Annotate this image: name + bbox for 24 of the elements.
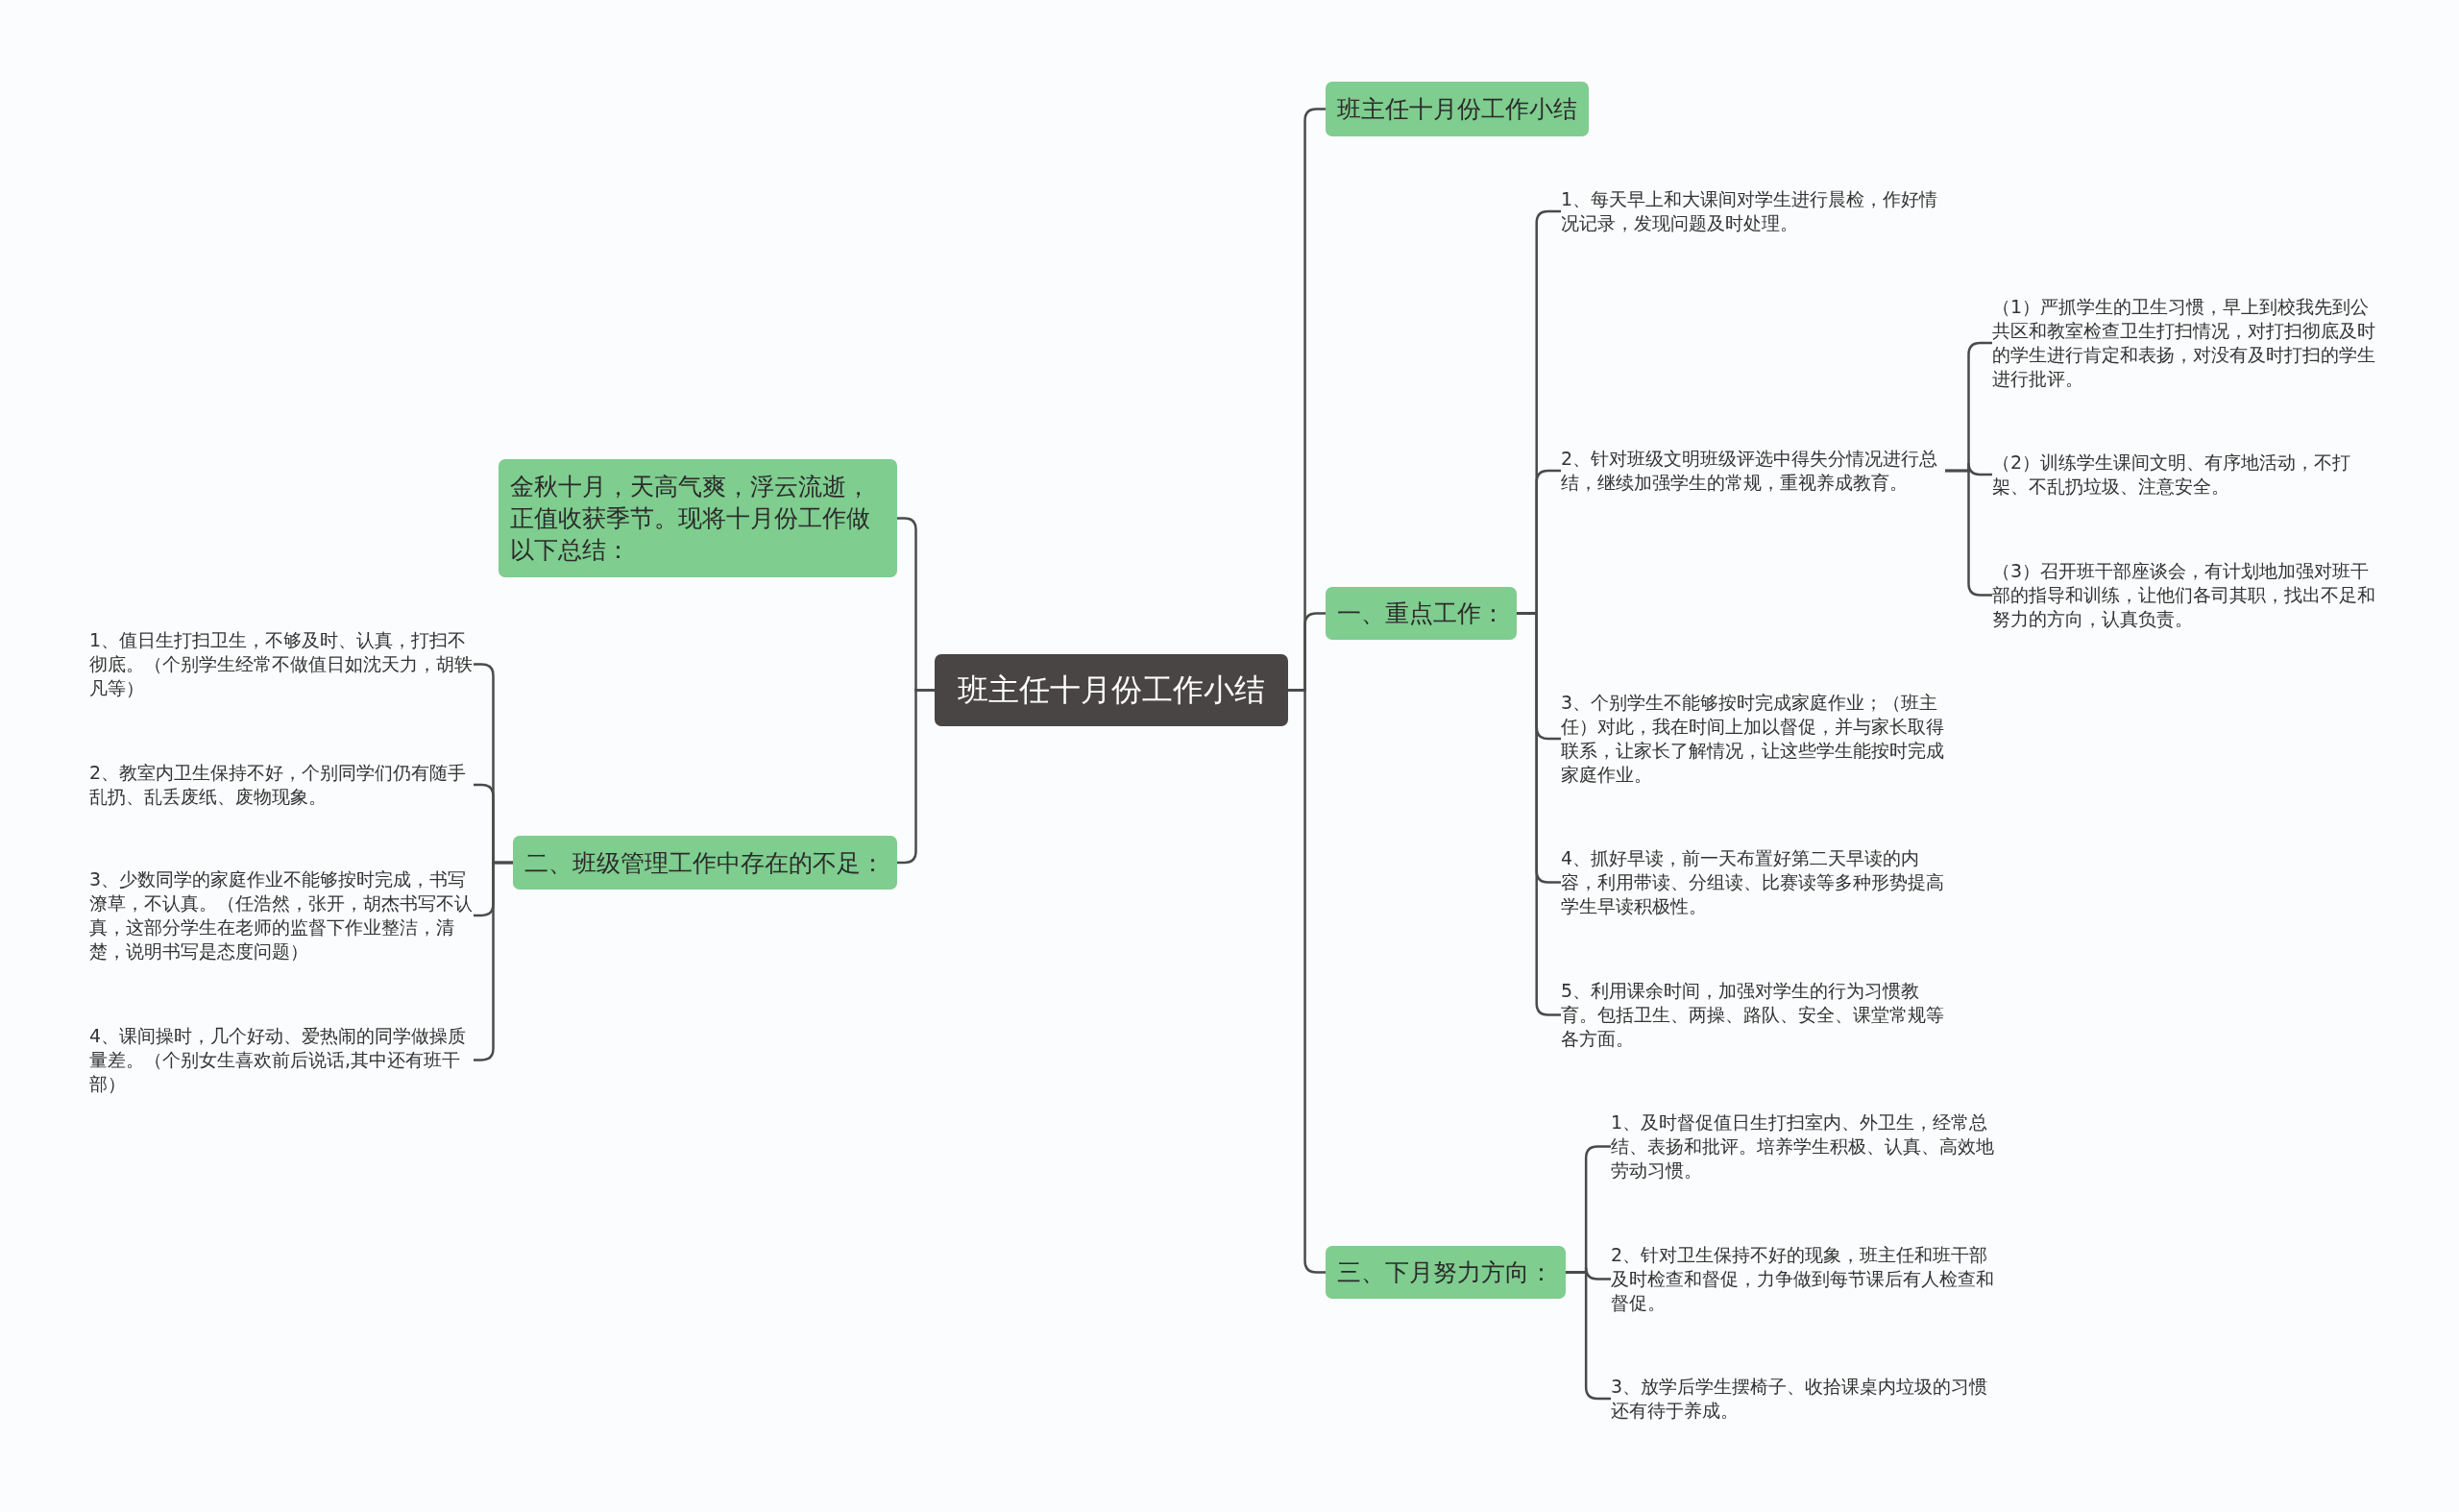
central-topic-box: 班主任十月份工作小结 [935,654,1288,726]
branch-text: 3、个别学生不能够按时完成家庭作业；（班主任）对此，我在时间上加以督促，并与家长取得联系，让家长了解情况，让这些学生能按时完成家庭作业。 [1561,691,1945,787]
branch-text: 4、课间操时，几个好动、爱热闹的同学做操质量差。（个别女生喜欢前后说话,其中还有班干部） [89,1023,474,1096]
connector-line [1288,689,1326,1274]
branch-text: 2、针对卫生保持不好的现象，班主任和班干部及时检查和督促，力争做到每节课后有人检查和督促。 [1611,1242,1995,1315]
branch-text: 1、及时督促值日生打扫室内、外卫生，经常总结、表扬和批评。培养学生积极、认真、高效地劳动习惯。 [1611,1110,1995,1183]
branch-text: 2、针对班级文明班级评选中得失分情况进行总结，继续加强学生的常规，重视养成教育。 [1561,447,1945,495]
topic-box: 二、班级管理工作中存在的不足： [513,836,897,890]
branch-text: （1）严抓学生的卫生习惯，早上到校我先到公共区和教室检查卫生打扫情况，对打扫彻底及时的学生进行肯定和表扬，对没有及时打扫的学生进行批评。 [1992,295,2376,391]
branch-text: 1、每天早上和大课间对学生进行晨检，作好情况记录，发现问题及时处理。 [1561,187,1945,235]
topic-box: 金秋十月，天高气爽，浮云流逝，正值收获季节。现将十月份工作做以下总结： [499,459,897,577]
connector-line [897,689,935,865]
topic-box: 三、下月努力方向： [1326,1246,1566,1299]
branch-text: 4、抓好早读，前一天布置好第二天早读的内容，利用带读、分组读、比赛读等多种形势提高学生早读积极性。 [1561,845,1945,918]
branch-text: 3、少数同学的家庭作业不能够按时完成，书写潦草，不认真。（任浩然，张开，胡杰书写不认真，这部分学生在老师的监督下作业整洁，清楚，说明书写是态度问题） [89,867,474,963]
connector-line [1517,612,1561,1016]
topic-box: 一、重点工作： [1326,587,1517,640]
branch-text: 5、利用课余时间，加强对学生的行为习惯教育。包括卫生、两操、路队、安全、课堂常规等各方面。 [1561,978,1945,1051]
topic-box: 班主任十月份工作小结 [1326,82,1589,136]
branch-text: （2）训练学生课间文明、有序地活动，不打架、不乱扔垃圾、注意安全。 [1992,451,2376,499]
branch-text: 2、教室内卫生保持不好，个别同学们仍有随手乱扔、乱丢废纸、废物现象。 [89,761,474,809]
branch-text: （3）召开班干部座谈会，有计划地加强对班干部的指导和训练，让他们各司其职，找出不足和努力的方向，认真负责。 [1992,558,2376,631]
branch-text: 3、放学后学生摆椅子、收拾课桌内垃圾的习惯还有待于养成。 [1611,1375,1995,1423]
branch-text: 1、值日生打扫卫生，不够及时、认真，打扫不彻底。（个别学生经常不做值日如沈天力，胡轶凡等） [89,627,474,700]
